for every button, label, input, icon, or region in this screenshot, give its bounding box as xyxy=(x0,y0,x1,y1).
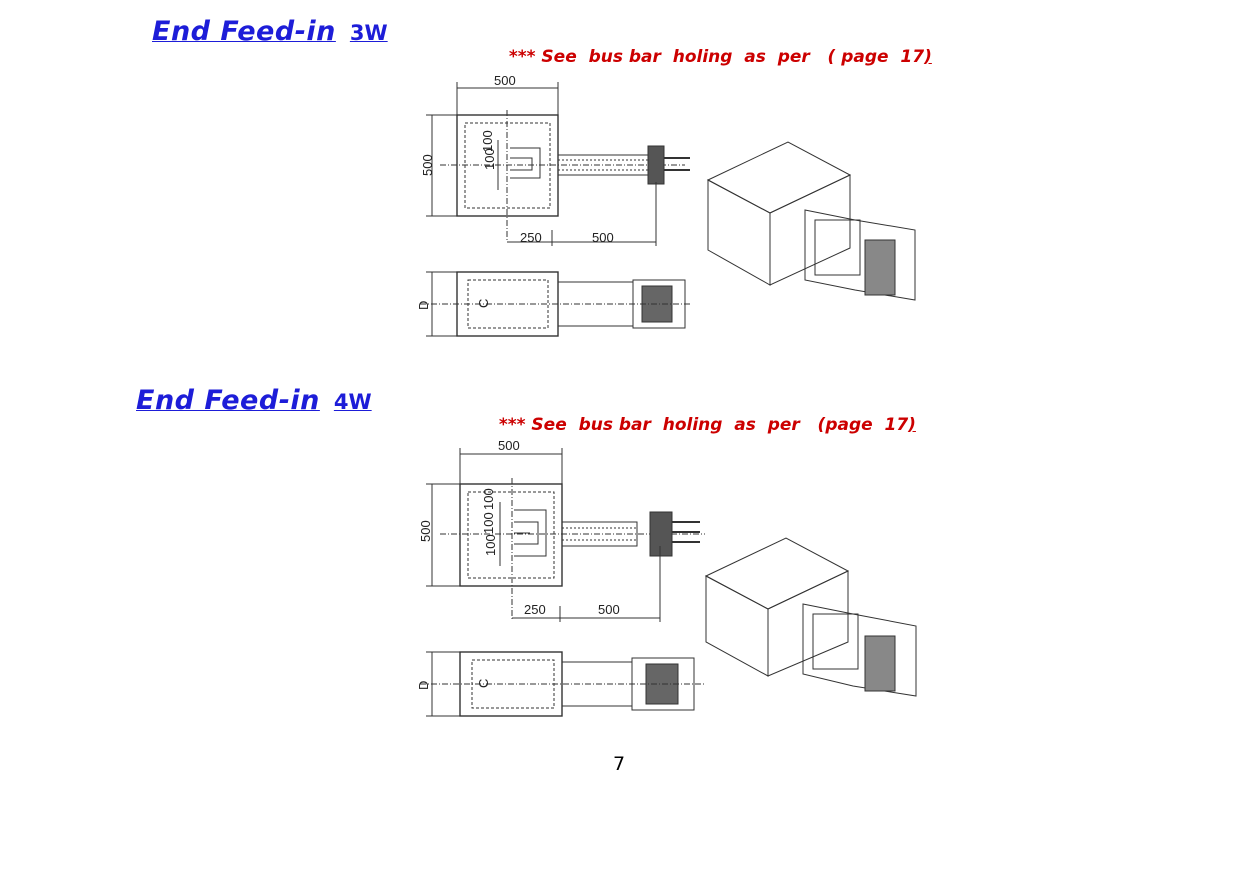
dim-d: D xyxy=(416,301,431,310)
section-title-3w: End Feed-in 3W xyxy=(152,16,388,47)
dim-h2: 100 xyxy=(481,512,496,534)
title-suffix: 3W xyxy=(349,21,388,45)
dim-b1: 250 xyxy=(520,230,542,245)
note-text: *** See bus bar holing as per (page 17 xyxy=(498,415,909,435)
holing-note-4w: *** See bus bar holing as per (page 17) xyxy=(487,395,916,435)
dim-top: 500 xyxy=(494,73,516,88)
dim-side: 500 xyxy=(418,520,433,542)
dim-d: D xyxy=(416,681,431,690)
drawing-3w: 500 500 100 100 250 500 D C xyxy=(416,73,916,337)
dim-h2: 100 xyxy=(480,130,495,152)
dim-b2: 500 xyxy=(592,230,614,245)
section-title-4w: End Feed-in 4W xyxy=(136,385,372,416)
title-suffix: 4W xyxy=(333,390,372,414)
dim-b1: 250 xyxy=(524,602,546,617)
dim-c: C xyxy=(476,299,491,308)
dim-h1: 100 xyxy=(482,148,497,170)
note-text: *** See bus bar holing as per ( page 17 xyxy=(508,47,925,67)
dim-h3: 100 xyxy=(481,488,496,510)
holing-note-3w: *** See bus bar holing as per ( page 17) xyxy=(497,27,932,67)
dim-c: C xyxy=(476,679,491,688)
dim-top: 500 xyxy=(498,438,520,453)
note-tail: ) xyxy=(924,47,932,67)
page-number: 7 xyxy=(613,753,626,775)
title-main: End Feed-in xyxy=(152,16,336,47)
dim-h1: 100 xyxy=(483,534,498,556)
dim-b2: 500 xyxy=(598,602,620,617)
dim-side: 500 xyxy=(420,154,435,176)
note-tail: ) xyxy=(908,415,916,435)
title-main: End Feed-in xyxy=(136,385,320,416)
drawing-4w: 500 500 100 100 100 250 500 D C xyxy=(416,438,917,717)
